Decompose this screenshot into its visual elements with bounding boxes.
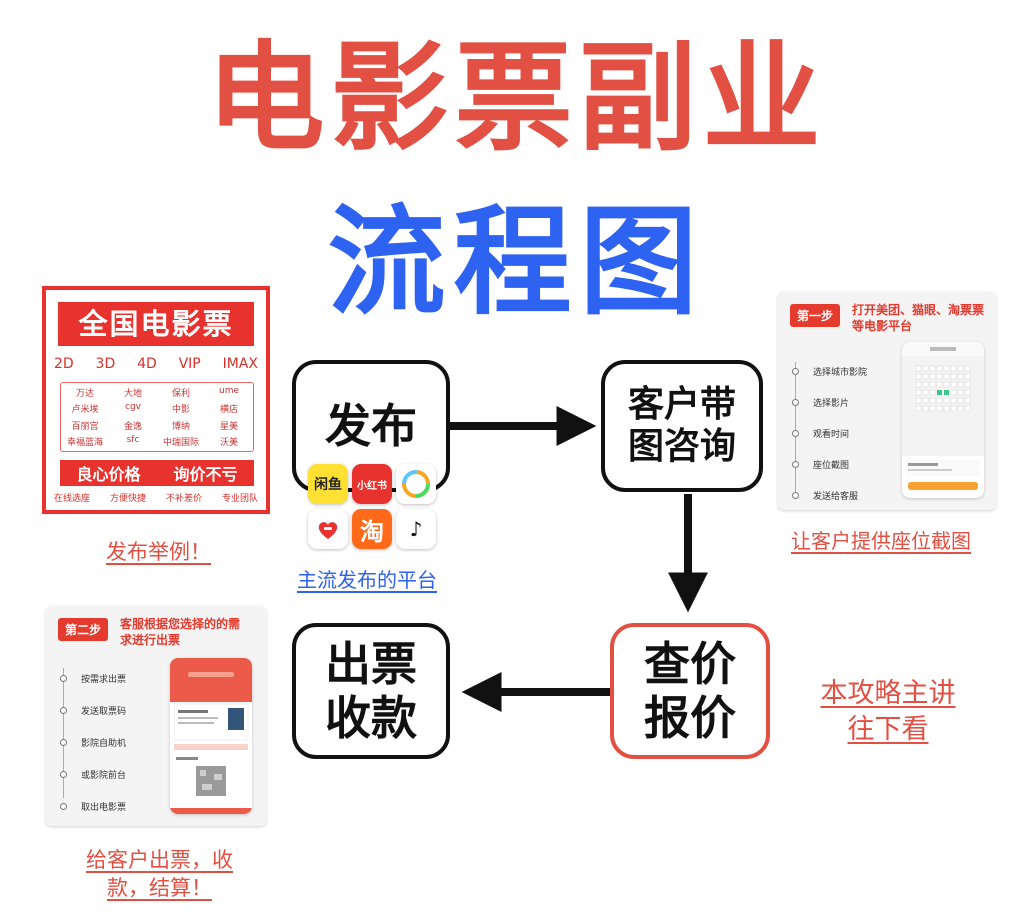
taobao-icon-label: 淘: [360, 512, 384, 547]
cinema-name: 横店: [205, 402, 253, 415]
feature-text: 不补差价: [166, 491, 202, 504]
cinema-name: sfc: [109, 435, 157, 448]
flow-box-consult-label: 客户带 图咨询: [628, 384, 736, 469]
step-item: 选择影片: [792, 387, 902, 418]
step-item: 或影院前台: [60, 758, 170, 790]
step-text: 选择影片: [813, 396, 849, 409]
step-text: 发送取票码: [81, 704, 126, 717]
step2-heading: 客服根据您选择的的需 求进行出票: [120, 616, 240, 648]
step1-badge: 第一步: [790, 304, 840, 327]
step2-caption[interactable]: 给客户出票，收 款，结算！: [86, 846, 233, 902]
pinduoduo-graphic: [314, 515, 342, 543]
flow-box-quote-label: 查价 报价: [644, 637, 736, 746]
step-text: 取出电影票: [81, 800, 126, 813]
flow-box-quote: 查价 报价: [610, 623, 770, 759]
xianyu-icon-label: 闲鱼: [314, 474, 342, 494]
step-item: 取出电影票: [60, 790, 170, 822]
step2-card: 第二步 客服根据您选择的的需 求进行出票 按需求出票 发送取票码 影院自助机 或…: [46, 606, 266, 826]
step-item: 观看时间: [792, 418, 902, 449]
format-label: VIP: [179, 356, 201, 372]
taobao-icon: 淘: [352, 509, 392, 549]
xiaohongshu-icon: 小红书: [352, 464, 392, 504]
step-item: 按需求出票: [60, 662, 170, 694]
cinema-name: 卢米埃: [61, 402, 109, 415]
feature-text: 方便快捷: [110, 491, 146, 504]
sample-poster: 全国电影票 2D 3D 4D VIP IMAX 万达 大地 保利 ume 卢米埃…: [42, 286, 270, 514]
flow-box-publish-label: 发布: [325, 399, 417, 453]
cinema-name: 中瑞国际: [157, 435, 205, 448]
feature-text: 在线选座: [54, 491, 90, 504]
seat-map-screenshot: [902, 342, 984, 498]
slogan-text: 良心价格: [76, 461, 140, 485]
platforms-caption[interactable]: 主流发布的平台: [297, 564, 437, 593]
sample-poster-formats: 2D 3D 4D VIP IMAX: [54, 356, 258, 372]
step1-list: 选择城市影院 选择影片 观看时间 座位截图 发送给客服: [792, 356, 902, 511]
sample-poster-cinema-grid: 万达 大地 保利 ume 卢米埃 cgv 中影 横店 百丽宫 金逸 博纳 星美 …: [60, 382, 254, 452]
cinema-name: 中影: [157, 402, 205, 415]
flow-box-issue-label: 出票 收款: [325, 637, 417, 746]
step-text: 发送给客服: [813, 489, 858, 502]
step1-card: 第一步 打开美团、猫眼、淘票票 等电影平台 选择城市影院 选择影片 观看时间 座…: [778, 292, 996, 510]
guide-note[interactable]: 本攻略主讲 往下看: [808, 676, 968, 748]
douyin-icon-label: ♪: [410, 517, 423, 541]
step1-heading: 打开美团、猫眼、淘票票 等电影平台: [852, 302, 984, 334]
pinwheel-graphic: [402, 470, 430, 498]
slogan-text: 询价不亏: [173, 461, 237, 485]
sample-caption[interactable]: 发布举例！: [106, 536, 211, 566]
flow-box-issue: 出票 收款: [292, 623, 450, 759]
step2-list: 按需求出票 发送取票码 影院自助机 或影院前台 取出电影票: [60, 662, 170, 822]
step-item: 发送给客服: [792, 480, 902, 511]
cinema-name: 幸福蓝海: [61, 435, 109, 448]
xianyu-icon: 闲鱼: [308, 464, 348, 504]
ticket-code-screenshot: [170, 658, 252, 814]
cinema-name: 保利: [157, 386, 205, 399]
cinema-name: 大地: [109, 386, 157, 399]
step1-caption[interactable]: 让客户提供座位截图: [791, 525, 971, 554]
step-item: 影院自助机: [60, 726, 170, 758]
seat-map-graphic: [902, 342, 984, 498]
step-item: 座位截图: [792, 449, 902, 480]
cinema-name: 星美: [205, 419, 253, 432]
step-text: 按需求出票: [81, 672, 126, 685]
flow-box-consult: 客户带 图咨询: [601, 360, 763, 492]
cinema-name: 博纳: [157, 419, 205, 432]
sample-poster-features: 在线选座 方便快捷 不补差价 专业团队: [54, 491, 258, 504]
douyin-icon: ♪: [396, 509, 436, 549]
cinema-name: 金逸: [109, 419, 157, 432]
step-text: 影院自助机: [81, 736, 126, 749]
sample-poster-slogan: 良心价格 询价不亏: [60, 460, 254, 486]
step-text: 选择城市影院: [813, 365, 867, 378]
format-label: 2D: [54, 356, 74, 372]
step-item: 发送取票码: [60, 694, 170, 726]
format-label: 4D: [137, 356, 157, 372]
step-text: 观看时间: [813, 427, 849, 440]
sample-poster-header: 全国电影票: [58, 302, 254, 346]
cinema-name: cgv: [109, 402, 157, 415]
xiaohongshu-icon-label: 小红书: [357, 477, 387, 492]
feature-text: 专业团队: [222, 491, 258, 504]
cinema-name: 沃美: [205, 435, 253, 448]
cinema-name: 万达: [61, 386, 109, 399]
cinema-name: ume: [205, 386, 253, 399]
ticket-code-graphic: [170, 658, 252, 814]
step-text: 或影院前台: [81, 768, 126, 781]
cinema-name: 百丽宫: [61, 419, 109, 432]
pinduoduo-icon: [308, 509, 348, 549]
step-text: 座位截图: [813, 458, 849, 471]
step2-badge: 第二步: [58, 618, 108, 641]
step-item: 选择城市影院: [792, 356, 902, 387]
format-label: 3D: [96, 356, 116, 372]
pinwheel-icon: [396, 464, 436, 504]
format-label: IMAX: [223, 356, 258, 372]
